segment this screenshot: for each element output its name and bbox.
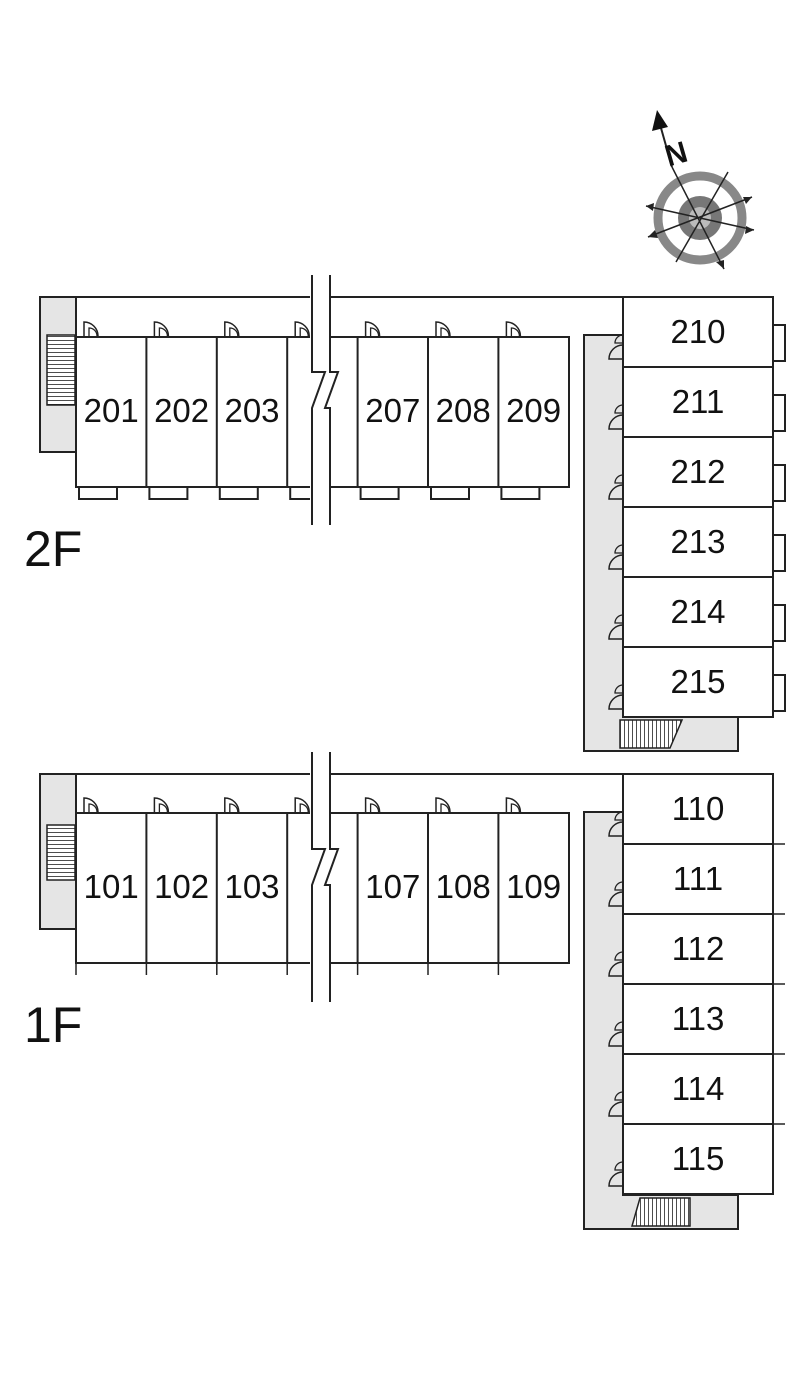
floor-label-2f: 2F: [24, 521, 82, 577]
balcony-icon: [772, 534, 786, 572]
unit-number: 102: [154, 868, 209, 905]
balcony-icon: [218, 486, 259, 500]
door-icon: [608, 684, 624, 710]
unit-number: 214: [670, 593, 725, 630]
door-icon: [435, 797, 451, 813]
door-icon: [608, 1161, 624, 1187]
balcony-icon: [500, 486, 541, 500]
floor-label-1f: 1F: [24, 997, 82, 1053]
balcony-icon: [772, 394, 786, 432]
unit-203: 203: [215, 321, 280, 500]
compass-rose-icon: N: [645, 110, 755, 270]
unit-number: 115: [672, 1140, 725, 1177]
door-icon: [608, 951, 624, 977]
door-icon: [83, 797, 99, 813]
unit-number: 215: [670, 663, 725, 700]
unit-101: 101: [75, 797, 139, 975]
unit-number: 111: [673, 860, 723, 897]
unit-109: 109: [497, 797, 561, 975]
unit-107: 107: [356, 797, 420, 975]
door-icon: [608, 544, 624, 570]
unit-number: 207: [365, 392, 420, 429]
unit-210: 210: [608, 313, 786, 362]
unit-number: 201: [84, 392, 139, 429]
balcony-icon: [772, 464, 786, 502]
unit-110: 110: [608, 790, 725, 837]
balcony-icon: [78, 486, 118, 500]
unit-209: 209: [497, 321, 561, 500]
unit-number: 212: [670, 453, 725, 490]
door-icon: [608, 614, 624, 640]
door-icon: [364, 797, 381, 813]
door-icon: [608, 334, 624, 360]
unit-number: 208: [436, 392, 491, 429]
unit-number: 211: [672, 383, 725, 420]
door-icon: [294, 321, 310, 337]
unit-214: 214: [608, 576, 786, 642]
unit-115: 115: [608, 1123, 785, 1187]
unit-213: 213: [608, 506, 786, 572]
balcony-icon: [772, 604, 786, 642]
unit-202: 202: [145, 321, 209, 500]
unit-number: 108: [436, 868, 491, 905]
door-icon: [153, 321, 170, 337]
floor-1f-plan: [39, 773, 774, 1230]
door-icon: [608, 1021, 624, 1047]
unit-number: 112: [672, 930, 725, 967]
unit-108: 108: [427, 797, 491, 975]
door-icon: [608, 404, 624, 430]
door-icon: [608, 1091, 624, 1117]
door-icon: [608, 474, 624, 500]
balcony-icon: [772, 324, 786, 362]
door-icon: [224, 797, 240, 813]
door-icon: [608, 881, 624, 907]
floor-2f-plan: [39, 296, 774, 752]
unit-212: 212: [608, 436, 786, 502]
unit-number: 101: [84, 868, 139, 905]
unit-number: 213: [670, 523, 725, 560]
unit-omitted: [286, 797, 310, 975]
unit-number: 107: [365, 868, 420, 905]
north-label: N: [661, 136, 691, 174]
unit-number: 109: [506, 868, 561, 905]
balcony-icon: [148, 486, 189, 500]
unit-number: 110: [672, 790, 725, 827]
unit-215: 215: [608, 646, 786, 712]
door-icon: [505, 321, 522, 337]
balcony-icon: [772, 674, 786, 712]
door-icon: [153, 797, 170, 813]
omission-break-lines: [310, 275, 340, 1002]
unit-112: 112: [608, 913, 785, 977]
unit-208: 208: [427, 321, 491, 500]
unit-207: 207: [356, 321, 420, 500]
door-icon: [224, 321, 240, 337]
unit-114: 114: [608, 1053, 785, 1117]
door-icon: [83, 321, 99, 337]
balcony-icon: [430, 486, 470, 500]
unit-103: 103: [215, 797, 280, 975]
unit-211: 211: [608, 366, 786, 432]
unit-number: 210: [670, 313, 725, 350]
door-icon: [435, 321, 451, 337]
unit-111: 111: [608, 843, 785, 907]
door-icon: [294, 797, 310, 813]
unit-number: 209: [506, 392, 561, 429]
unit-102: 102: [145, 797, 209, 975]
unit-201: 201: [78, 321, 139, 500]
unit-113: 113: [608, 983, 785, 1047]
balcony-icon: [359, 486, 400, 500]
unit-number: 203: [224, 392, 279, 429]
door-icon: [608, 811, 624, 837]
unit-number: 113: [672, 1000, 725, 1037]
unit-number: 114: [672, 1070, 725, 1107]
door-icon: [364, 321, 381, 337]
unit-number: 202: [154, 392, 209, 429]
unit-number: 103: [224, 868, 279, 905]
door-icon: [505, 797, 522, 813]
